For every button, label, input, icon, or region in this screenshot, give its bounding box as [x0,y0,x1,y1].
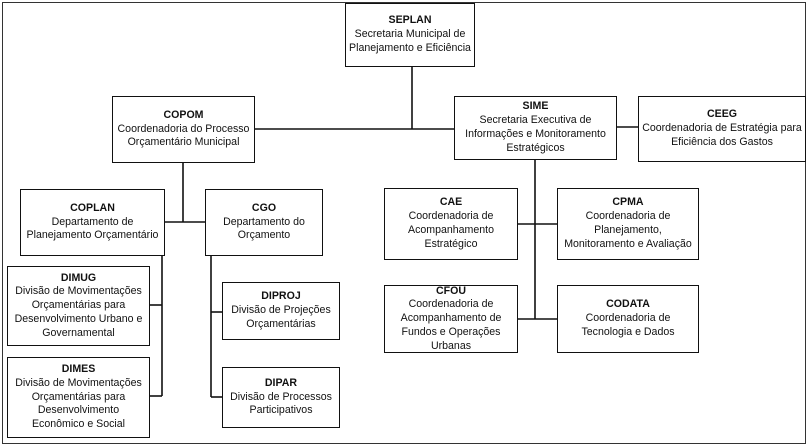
unit-abbr: CPMA [612,196,644,209]
unit-abbr: CGO [251,201,277,214]
unit-ceeg: CEEG Coordenadoria de Estratégia para Ef… [638,96,806,162]
unit-full-name: Coordenadoria de Tecnologia e Dados [581,312,675,338]
unit-diproj: DIPROJ Divisão de Projeções Orçamentária… [222,282,340,340]
unit-full-name: Departamento de Planejamento Orçamentári… [26,215,159,242]
unit-abbr: CODATA [606,298,650,311]
unit-full-name: Coordenadoria de Estratégia para Eficiên… [642,122,802,148]
unit-full-name: Divisão de Movimentações Orçamentárias p… [15,376,142,431]
unit-seplan: SEPLAN Secretaria Municipal de Planejame… [345,3,475,67]
unit-abbr: SEPLAN [388,14,432,27]
unit-cae: CAE Coordenadoria de Acompanhamento Estr… [384,188,518,260]
unit-cgo: CGO Departamento do Orçamento [205,189,323,256]
unit-full-name: Coordenadoria de Acompanhamento de Fundo… [400,298,502,352]
unit-full-name: Divisão de Movimentações Orçamentárias p… [14,285,143,339]
unit-full-name: Divisão de Projeções Orçamentárias [231,304,331,330]
unit-cpma: CPMA Coordenadoria de Planejamento, Moni… [557,188,699,260]
unit-abbr: DIPROJ [261,290,301,303]
unit-copom: COPOM Coordenadoria do Processo Orçament… [112,96,255,163]
unit-full-name: Secretaria Executiva de Informações e Mo… [465,114,606,154]
unit-abbr: CFOU [435,284,466,297]
unit-dimes: DIMES Divisão de Movimentações Orçamentá… [7,357,150,438]
unit-abbr: DIMUG [60,271,97,284]
unit-abbr: DIPAR [264,376,298,389]
unit-dimug: DIMUG Divisão de Movimentações Orçamentá… [7,266,150,346]
unit-abbr: CAE [439,196,463,209]
unit-sime: SIME Secretaria Executiva de Informações… [454,96,617,160]
unit-abbr: SIME [522,100,549,113]
unit-full-name: Coordenadoria de Planejamento, Monitoram… [564,210,692,250]
unit-dipar: DIPAR Divisão de Processos Participativo… [222,367,340,428]
unit-full-name: Coordenadoria do Processo Orçamentário M… [117,122,250,149]
unit-full-name: Departamento do Orçamento [223,215,305,242]
unit-coplan: COPLAN Departamento de Planejamento Orça… [20,189,165,256]
unit-abbr: DIMES [61,363,96,376]
diagram-frame [2,2,806,444]
unit-abbr: COPOM [163,108,204,121]
unit-abbr: COPLAN [70,201,115,214]
unit-full-name: Divisão de Processos Participativos [230,390,332,417]
unit-abbr: CEEG [706,108,738,121]
unit-cfou: CFOU Coordenadoria de Acompanhamento de … [384,285,518,353]
unit-full-name: Secretaria Municipal de Planejamento e E… [349,28,471,54]
unit-full-name: Coordenadoria de Acompanhamento Estratég… [408,210,494,250]
unit-codata: CODATA Coordenadoria de Tecnologia e Dad… [557,285,699,353]
